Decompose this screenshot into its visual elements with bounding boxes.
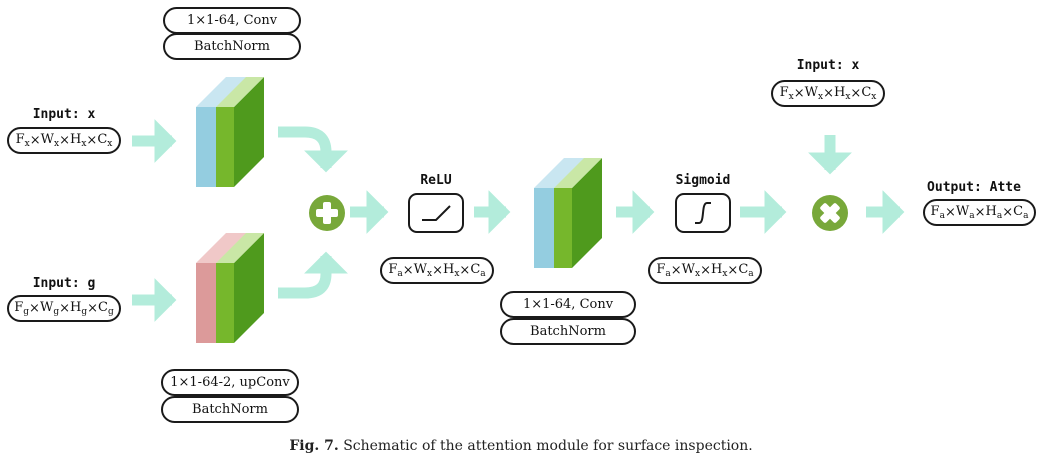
figure-caption: Fig. 7. Schematic of the attention modul…: [0, 438, 1042, 454]
conv-mid-block: [534, 158, 602, 268]
conv-mid-op-label: 1×1-64, Conv: [500, 291, 636, 318]
input-x-label: Input: x: [32, 107, 96, 122]
upconv-g-block-top-green: [216, 233, 264, 263]
conv-x-block-side: [234, 77, 264, 187]
multiply-operator: [812, 195, 848, 231]
sigmoid-dims: Fa×Wx×Hx×Ca: [648, 257, 762, 284]
output-dims: Fa×Wa×Ha×Ca: [923, 199, 1036, 226]
output-label: Output: Atte: [927, 180, 1021, 195]
plus-icon: [316, 202, 338, 224]
dim-term: Cx: [97, 132, 113, 149]
multiply-icon: [820, 203, 840, 223]
dim-term: Fa: [656, 262, 671, 279]
input-x-dims: Fx×Wx×Hx×Cx: [7, 127, 121, 154]
upconv-g-block-side: [234, 233, 264, 343]
conv-mid-norm-label: BatchNorm: [500, 318, 636, 345]
arrow-conv-x-to-add: [278, 126, 348, 173]
sigmoid-box: [675, 193, 731, 233]
input-x2-label: Input: x: [796, 58, 860, 73]
dim-term: Hx: [711, 262, 728, 279]
upconv-g-norm-label: BatchNorm: [161, 396, 299, 423]
sigmoid-label: Sigmoid: [675, 173, 731, 188]
dim-term: Ha: [985, 204, 1003, 221]
input-g-label: Input: g: [32, 276, 96, 291]
add-operator: [309, 195, 345, 231]
dim-term: Ca: [738, 262, 754, 279]
dim-term: Wg: [39, 300, 60, 317]
dim-term: Wx: [413, 262, 433, 279]
upconv-g-block: [196, 233, 264, 343]
dim-term: Hg: [70, 300, 88, 317]
dim-term: Wx: [681, 262, 701, 279]
dim-term: Fx: [779, 85, 794, 102]
conv-mid-block-side: [572, 158, 602, 268]
dim-term: Fa: [930, 204, 945, 221]
caption-text: Schematic of the attention module for su…: [343, 438, 753, 454]
conv-x-norm-label: BatchNorm: [163, 33, 301, 60]
dim-term: Ca: [470, 262, 486, 279]
dim-term: Wx: [804, 85, 824, 102]
upconv-g-block-front: [216, 263, 234, 343]
conv-x-block-front: [216, 107, 234, 187]
conv-x-block-top-green: [216, 77, 264, 107]
conv-mid-block-top-green: [554, 158, 602, 188]
dim-term: Hx: [834, 85, 851, 102]
conv-x-op-label: 1×1-64, Conv: [163, 7, 301, 34]
input-x2-dims: Fx×Wx×Hx×Cx: [771, 80, 885, 107]
dim-term: Wa: [955, 204, 975, 221]
upconv-g-block-slab: [196, 263, 216, 343]
relu-icon: [422, 205, 451, 221]
input-g-dims: Fg×Wg×Hg×Cg: [7, 295, 121, 322]
dim-term: Fg: [14, 300, 30, 317]
arrow-upconv-to-add: [278, 251, 348, 299]
dim-term: Hx: [443, 262, 460, 279]
conv-x-block: [196, 77, 264, 187]
conv-mid-block-slab: [534, 188, 554, 268]
relu-dims: Fa×Wx×Hx×Ca: [380, 257, 494, 284]
dim-term: Wx: [40, 132, 60, 149]
upconv-g-op-label: 1×1-64-2, upConv: [161, 369, 299, 396]
dim-term: Fa: [388, 262, 403, 279]
relu-label: ReLU: [420, 173, 452, 188]
caption-label: Fig. 7.: [289, 438, 339, 454]
dim-term: Fx: [15, 132, 30, 149]
conv-mid-block-front: [554, 188, 572, 268]
conv-x-block-slab: [196, 107, 216, 187]
relu-box: [408, 193, 464, 233]
dim-term: Cg: [98, 300, 114, 317]
sigmoid-icon: [695, 202, 711, 224]
dim-term: Hx: [70, 132, 87, 149]
dim-term: Cx: [861, 85, 877, 102]
dim-term: Ca: [1013, 204, 1029, 221]
